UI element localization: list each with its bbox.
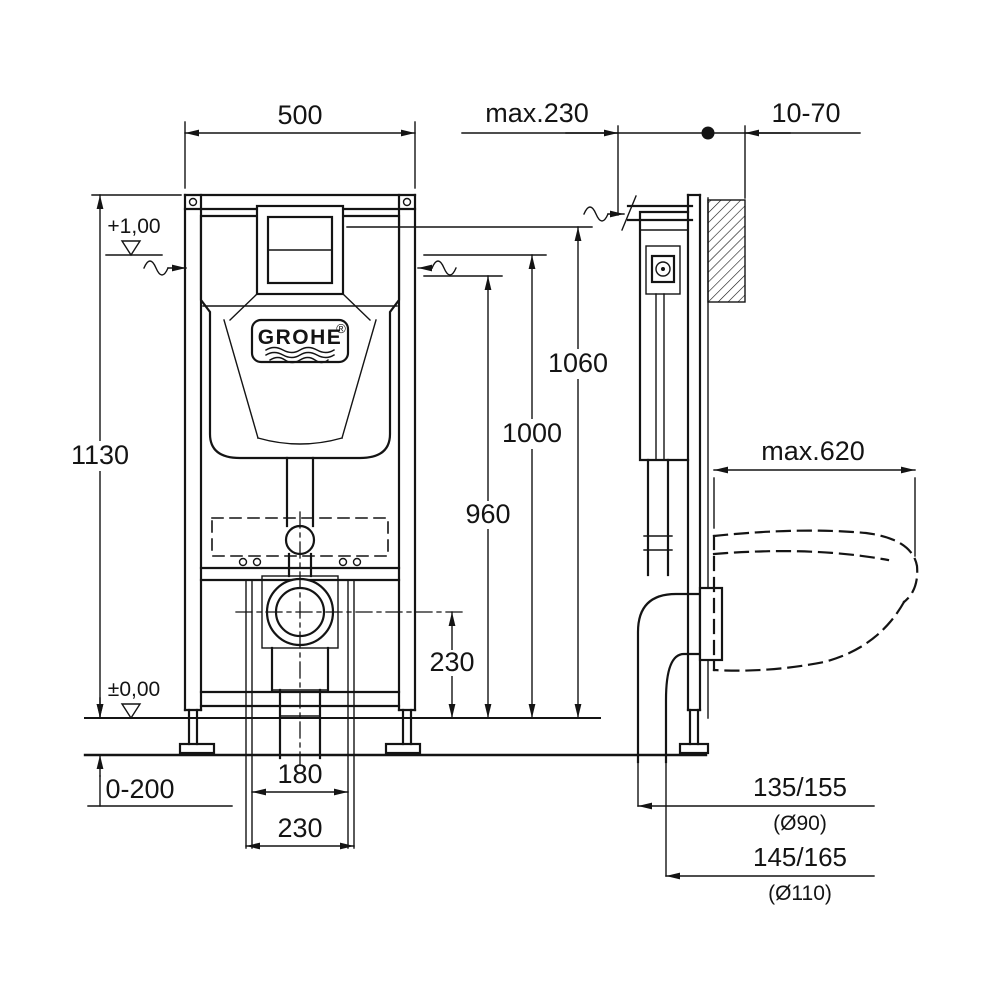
dim-bowl-max620: max.620: [713, 436, 916, 557]
dim-wall-10-70: 10-70: [707, 98, 861, 199]
level-floor-label: ±0,00: [108, 678, 160, 701]
level-top-label: +1,00: [107, 215, 160, 238]
dim-outlet-110: 145/165 (Ø110): [665, 842, 875, 905]
dim-width-label: 500: [277, 100, 322, 130]
side-view: [583, 193, 919, 877]
outlet-90-label: 135/155: [753, 772, 847, 802]
brand-registered-mark: ®: [336, 321, 346, 336]
dim-1000: 1000: [423, 254, 565, 719]
level-marker-floor: ±0,00: [108, 678, 160, 720]
front-view: GROHE ®: [178, 193, 465, 849]
level-triangle-icon: [120, 703, 142, 720]
dim-depth-label: max.230: [485, 98, 589, 128]
wall-bracket: [583, 195, 694, 231]
dim-1060: 1060: [346, 226, 611, 719]
dim-960: 960: [423, 275, 518, 719]
floor-lines: [83, 717, 708, 757]
dim-outlet-height-label: 230: [429, 647, 474, 677]
outlet-connector: [698, 586, 724, 662]
cistern-side: [638, 210, 690, 462]
outlet-elbow-side: [636, 586, 724, 877]
dim-spacing-180: 180: [251, 759, 349, 796]
outlet-90-diameter: (Ø90): [773, 812, 827, 835]
dim-outlet-height-230: 230: [428, 611, 476, 719]
frame-feet: [178, 708, 422, 755]
grohe-logo: GROHE ®: [250, 318, 350, 364]
level-marker-top: +1,00: [105, 215, 163, 257]
flush-pipe-side: [643, 458, 673, 577]
outlet-110-diameter: (Ø110): [768, 882, 832, 905]
dim-1000-label: 1000: [502, 418, 562, 448]
dim-height-1130: 1130: [69, 194, 182, 719]
dim-960-label: 960: [465, 499, 510, 529]
wall-covering-hatch: [707, 199, 746, 303]
level-triangle-icon: [120, 240, 142, 257]
frame-rail-side: [678, 193, 710, 755]
dim-floor-adjust-label: 0-200: [105, 774, 174, 804]
crossbar-and-rods: [199, 557, 401, 849]
dim-spacing-230: 230: [245, 813, 355, 850]
dim-height-label: 1130: [71, 440, 129, 470]
dim-180-label: 180: [277, 759, 322, 789]
supply-connection-left: [143, 260, 187, 276]
flush-pipe: [284, 456, 316, 578]
toilet-bowl-outline: [712, 529, 919, 672]
dim-bowl-label: max.620: [761, 436, 865, 466]
dim-depth-max230: max.230: [461, 98, 715, 216]
outlet-110-label: 145/165: [753, 842, 847, 872]
dim-floor-adjust-0-200: 0-200: [87, 697, 233, 807]
dim-1060-label: 1060: [548, 348, 608, 378]
dim-outlet-90: 135/155 (Ø90): [637, 772, 875, 835]
dim-width-500: 500: [184, 100, 416, 189]
supply-connection-right: [417, 260, 457, 276]
dim-230-bottom-label: 230: [277, 813, 322, 843]
logo-wave-icon: [265, 346, 335, 354]
brand-label: GROHE: [258, 326, 343, 349]
dim-wall-label: 10-70: [771, 98, 840, 128]
